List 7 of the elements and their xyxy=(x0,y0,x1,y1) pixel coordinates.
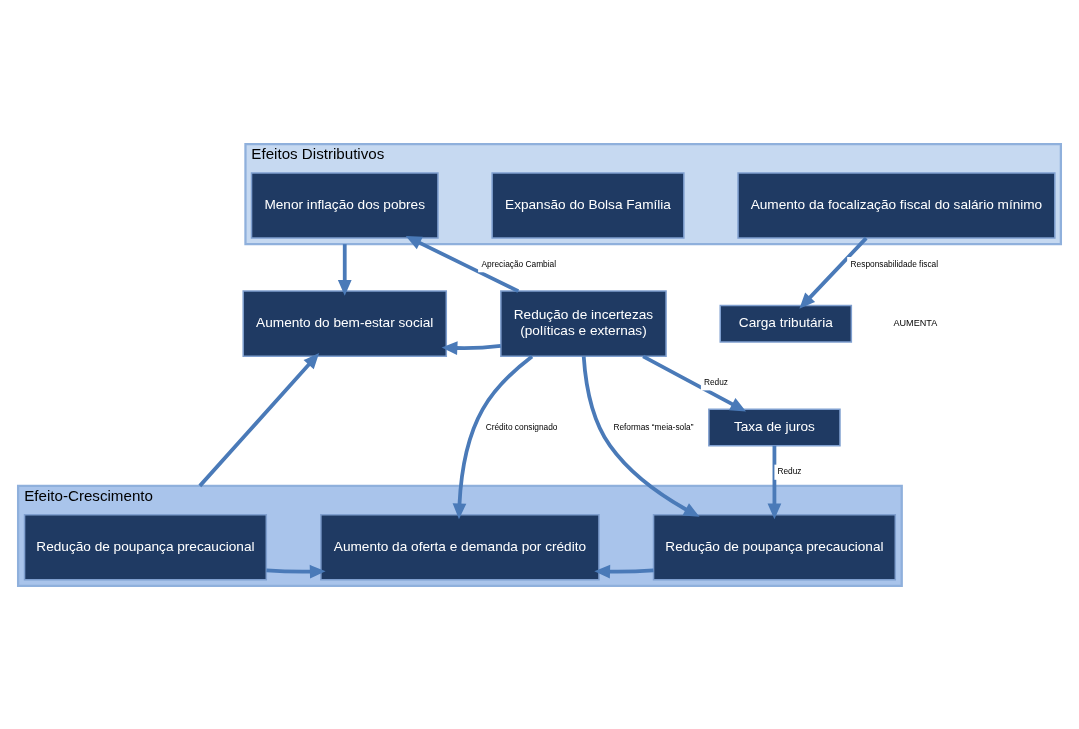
edge-label: Responsabilidade fiscal xyxy=(850,258,939,269)
edge-label: Apreciação Cambial xyxy=(481,258,557,269)
edge-label: Reformas “meia-sola” xyxy=(613,421,694,432)
label: AUMENTA xyxy=(893,317,938,328)
edge-label: Crédito consignado xyxy=(485,421,558,432)
edge-label: Reduz xyxy=(777,465,802,476)
edge-label: Reduz xyxy=(703,376,729,387)
